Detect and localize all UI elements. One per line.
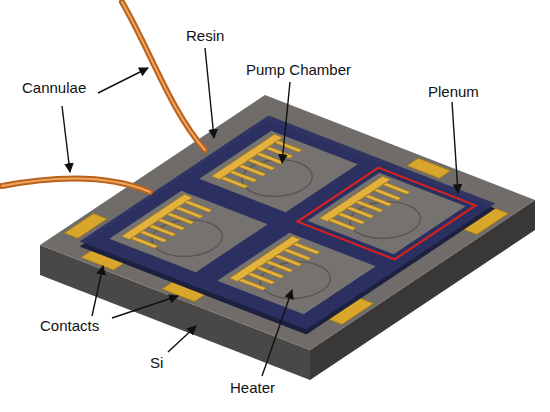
cannula [2,178,150,192]
heater-comb [319,176,414,231]
leader-line [98,68,148,93]
resin-top [80,115,496,329]
leader-line [452,102,458,193]
leader-line [92,266,103,316]
heater-comb [121,194,216,249]
chip-top [40,95,535,350]
leader-line [282,82,290,163]
part-label: Contacts [40,318,99,335]
chamber [217,233,375,315]
leader-line [168,326,196,352]
contact-pads [47,99,527,346]
part-label: Cannulae [22,80,86,97]
leader-line [112,296,178,318]
leader-lines [62,48,458,376]
plenum-outline [297,168,475,260]
chamber [199,131,357,213]
leader-line [62,106,70,172]
part-label: Pump Chamber [246,62,351,79]
heater-comb [229,236,324,291]
part-label: Si [150,355,163,372]
part-label: Resin [186,28,224,45]
resin-plate [80,115,496,329]
cannula [122,2,205,150]
cannulae-tubes [2,2,205,192]
leader-line [205,48,214,138]
si-top-face [40,95,535,350]
cannula-highlight [122,2,205,150]
chamber [109,191,267,273]
cannula-highlight [2,178,150,192]
heater-comb [211,134,306,189]
part-label: Plenum [428,84,479,101]
heaters [121,134,414,291]
chamber [307,173,465,255]
leader-line [262,290,292,376]
part-label: Heater [230,380,275,397]
chambers [109,131,465,315]
